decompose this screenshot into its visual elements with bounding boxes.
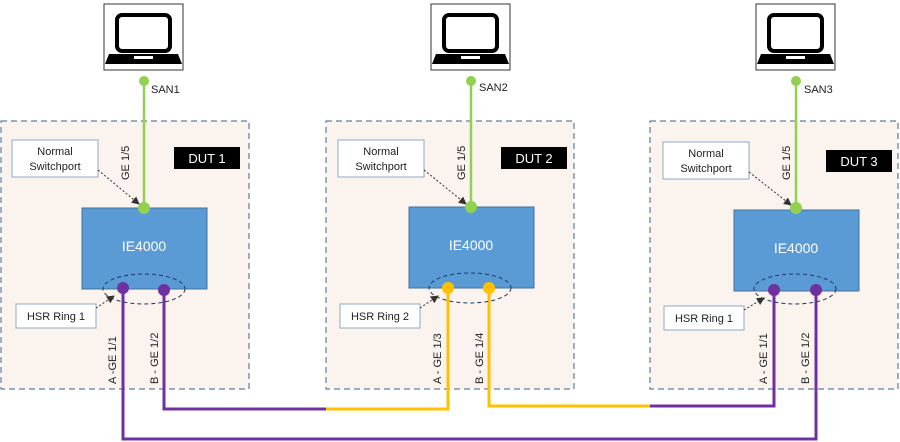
hsr-port-group-1 xyxy=(102,273,186,305)
ring-port-b-2 xyxy=(483,282,495,294)
dut-title-bg-2 xyxy=(501,147,567,169)
ring-port-b-1 xyxy=(158,284,170,296)
ring-link-dut1b-purple xyxy=(162,290,326,411)
callout-switchport-line2-3: Switchport xyxy=(680,163,731,175)
switch-box-1 xyxy=(81,207,208,290)
host-label-1: SAN1 xyxy=(151,84,180,96)
dut-title-bg-1 xyxy=(174,147,240,169)
uplink-port-label-3: GE 1/5 xyxy=(781,146,793,180)
callout-hsr-text-2: HSR Ring 2 xyxy=(351,311,409,323)
dut-title-bg-3 xyxy=(826,150,892,172)
port-a-label-1: A -GE 1/1 xyxy=(107,336,119,384)
switch-label-3: IE4000 xyxy=(774,240,819,256)
hsr-port-group-3 xyxy=(753,273,837,305)
callout-switchport-line1-1: Normal xyxy=(37,146,72,158)
callout-hsr-3 xyxy=(663,305,745,331)
laptop-icon xyxy=(755,3,836,71)
ring-link-dut3a-purple xyxy=(650,290,776,408)
port-b-label-1: B - GE 1/2 xyxy=(149,333,161,384)
laptop-icon xyxy=(103,3,184,71)
host-port-1 xyxy=(139,76,149,86)
ring-port-a-1 xyxy=(117,282,129,294)
port-b-label-3: B - GE 1/2 xyxy=(800,333,812,384)
switch-label-2: IE4000 xyxy=(449,237,494,253)
port-a-label-3: A - GE 1/1 xyxy=(758,333,770,384)
callout-switchport-2 xyxy=(337,139,425,178)
ring-port-a-2 xyxy=(442,282,454,294)
host-port-3 xyxy=(791,76,801,86)
dut-title-1: DUT 1 xyxy=(188,151,225,166)
uplink-port-3 xyxy=(790,202,802,214)
ring1-link-outer xyxy=(121,288,818,441)
callout-switchport-line2-2: Switchport xyxy=(355,161,406,173)
switch-box-3 xyxy=(733,209,860,292)
dut-title-3: DUT 3 xyxy=(840,154,877,169)
callout-arrow-top-3 xyxy=(748,171,792,206)
hsr-port-group-2 xyxy=(428,272,512,304)
switch-box-2 xyxy=(408,206,535,289)
callout-switchport-line1-2: Normal xyxy=(363,146,398,158)
ring-link-dut2a-yellow xyxy=(326,288,450,411)
host-label-3: SAN3 xyxy=(804,84,833,96)
port-b-label-2: B - GE 1/4 xyxy=(474,333,486,384)
callout-arrow-top-2 xyxy=(423,169,467,205)
uplink-port-label-2: GE 1/5 xyxy=(456,146,468,180)
ring-port-a-3 xyxy=(768,284,780,296)
callout-hsr-text-1: HSR Ring 1 xyxy=(27,311,85,323)
callout-switchport-1 xyxy=(11,139,99,178)
callout-arrow-top-1 xyxy=(97,169,140,205)
laptop-icon xyxy=(430,3,511,71)
switch-label-1: IE4000 xyxy=(122,238,167,254)
uplink-port-label-1: GE 1/5 xyxy=(120,146,132,180)
callout-hsr-1 xyxy=(15,303,97,329)
callout-switchport-line1-3: Normal xyxy=(688,148,723,160)
dut-title-2: DUT 2 xyxy=(515,151,552,166)
port-a-label-2: A - GE 1/3 xyxy=(432,333,444,384)
uplink-port-1 xyxy=(138,202,150,214)
uplink-port-2 xyxy=(465,201,477,213)
callout-hsr-text-3: HSR Ring 1 xyxy=(675,313,733,325)
ring-link-dut2b-yellow xyxy=(487,288,650,408)
ring-port-b-3 xyxy=(810,284,822,296)
callout-switchport-line2-1: Switchport xyxy=(29,161,80,173)
host-port-2 xyxy=(466,76,476,86)
callout-hsr-2 xyxy=(339,303,421,329)
callout-switchport-3 xyxy=(662,141,750,180)
host-label-2: SAN2 xyxy=(479,82,508,94)
